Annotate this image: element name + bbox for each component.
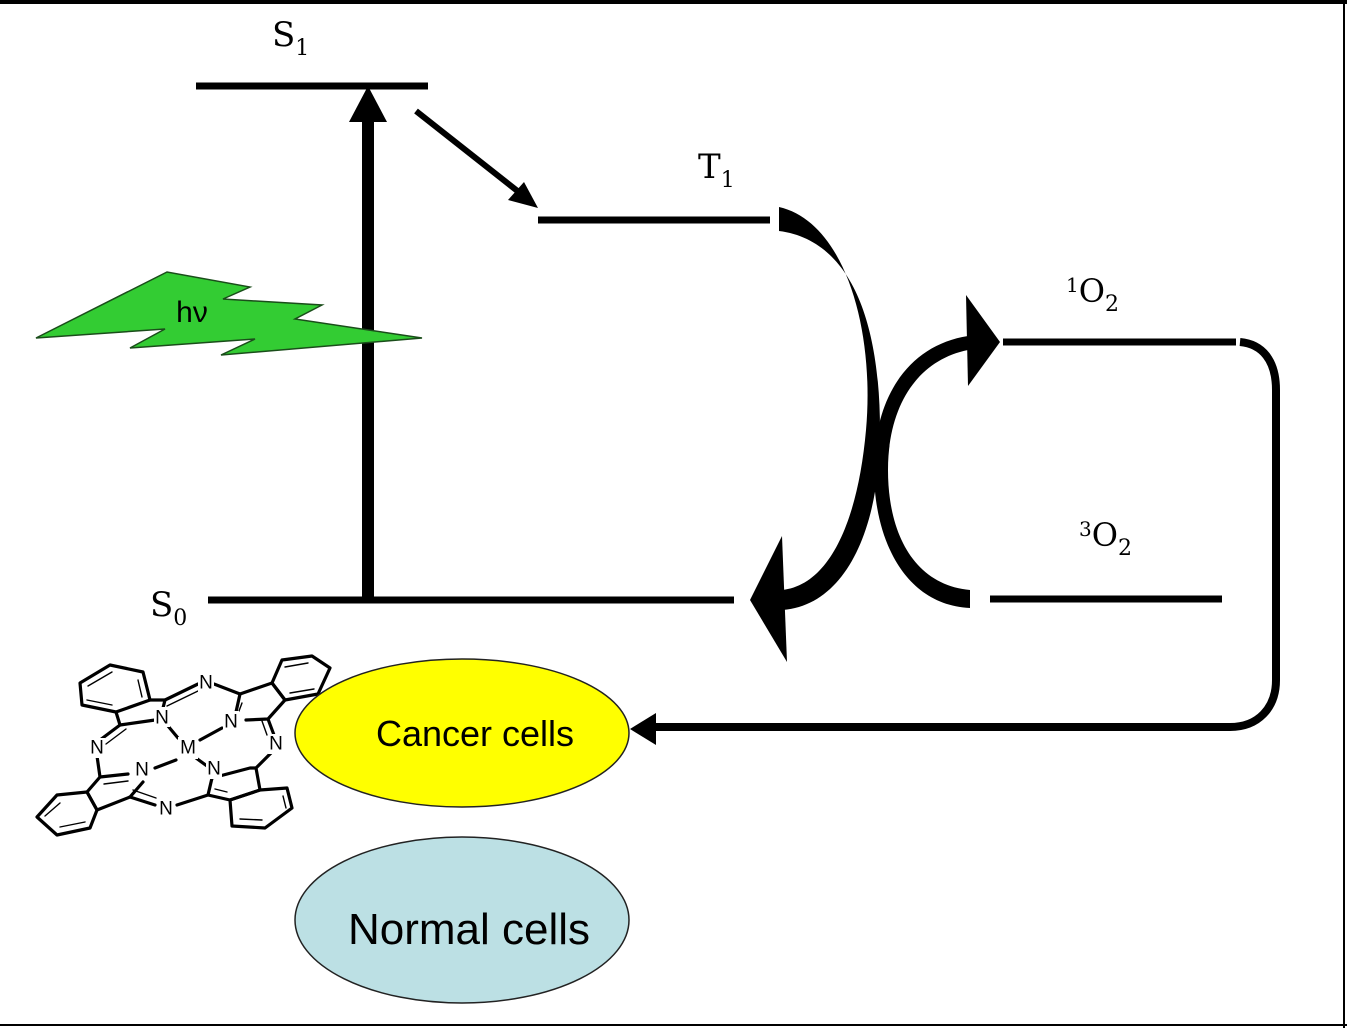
svg-text:N: N	[155, 708, 169, 729]
svg-text:N: N	[159, 799, 173, 820]
svg-text:N: N	[269, 734, 283, 755]
s1-label: S1	[272, 15, 309, 61]
right-border	[1343, 0, 1345, 1028]
svg-text:N: N	[224, 712, 238, 733]
energy-transfer-arrow	[750, 207, 880, 662]
svg-text:M: M	[180, 738, 196, 759]
absorption-arrow	[349, 86, 387, 600]
svg-text:N: N	[207, 759, 221, 780]
bottom-border	[0, 1024, 1347, 1026]
cancer-cells-label: Cancer cells	[376, 713, 574, 754]
oxygen-excitation-arrow	[874, 295, 1000, 608]
phthalocyanine-molecule: N N N N N N N N M	[35, 654, 332, 837]
cell-damage-arrow	[630, 338, 1280, 745]
normal-cells-label: Normal cells	[348, 905, 590, 954]
triplet-oxygen-label: 3O2	[1079, 516, 1132, 561]
top-border	[0, 0, 1347, 4]
s0-label: S0	[150, 585, 187, 631]
singlet-oxygen-label: 1O2	[1066, 272, 1119, 317]
normal-cells: Normal cells	[294, 836, 630, 1004]
svg-text:N: N	[90, 738, 104, 759]
svg-text:N: N	[135, 760, 149, 781]
light-label: hν	[176, 296, 208, 329]
svg-text:N: N	[199, 673, 213, 694]
isc-arrow	[414, 108, 538, 208]
t1-label: T1	[698, 147, 735, 193]
lightning-bolt-icon: hν	[35, 271, 423, 356]
cancer-cells: Cancer cells	[294, 658, 630, 808]
